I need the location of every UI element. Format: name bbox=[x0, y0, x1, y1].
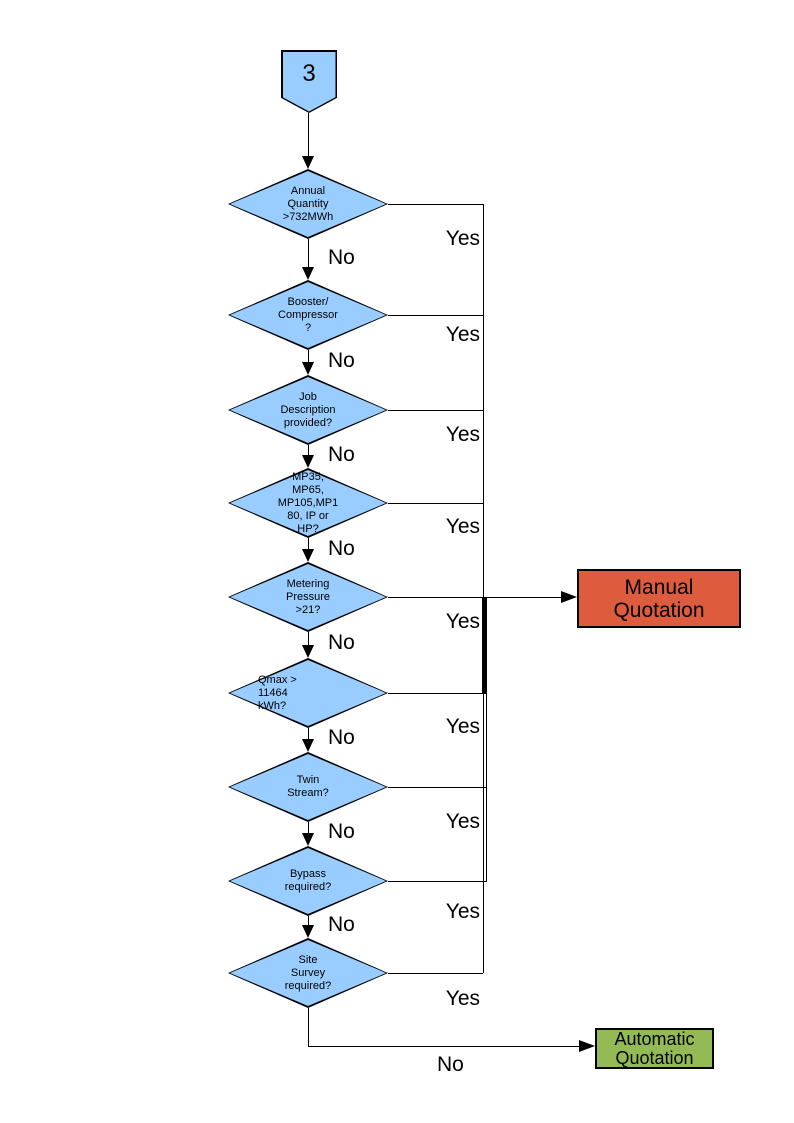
decision-pressure-tier: MP35, MP65, MP105,MP1 80, IP or HP? bbox=[228, 468, 388, 538]
start-edge-line bbox=[308, 113, 309, 156]
edge-yes-5-line bbox=[388, 597, 484, 598]
decision-twin-stream-label: Twin Stream? bbox=[287, 774, 329, 799]
yes-trunk-upper-line bbox=[483, 204, 484, 597]
edge-no-8-arrowhead-down-icon bbox=[302, 925, 314, 938]
decision-bypass: Bypass required? bbox=[228, 846, 388, 916]
edge-no-9-hline bbox=[308, 1046, 579, 1047]
yes-trunk-lower-line-a bbox=[483, 693, 484, 881]
automatic-quotation-node: Automatic Quotation bbox=[595, 1028, 714, 1069]
edge-no-4-line bbox=[308, 538, 309, 549]
edge-no-9-vline bbox=[308, 1008, 309, 1046]
edge-no-2-arrowhead-down-icon bbox=[302, 362, 314, 375]
edge-yes-4-label: Yes bbox=[445, 515, 480, 538]
manual-quotation-label: Manual Quotation bbox=[613, 575, 705, 622]
edge-yes-1-line bbox=[388, 204, 484, 205]
edge-yes-7-label: Yes bbox=[445, 810, 480, 833]
decision-booster-compressor-label: Booster/ Compressor ? bbox=[278, 295, 338, 334]
decision-bypass-label: Bypass required? bbox=[284, 868, 332, 893]
automatic-quotation-label: Automatic Quotation bbox=[614, 1028, 695, 1068]
offpage-connector-label: 3 bbox=[302, 59, 316, 87]
decision-qmax-label: Qmax > 11464 kWh? bbox=[258, 673, 297, 712]
edge-no-3-label: No bbox=[328, 443, 355, 466]
edge-no-5-label: No bbox=[328, 631, 355, 654]
edge-yes-4-line bbox=[388, 503, 484, 504]
edge-yes-9-line bbox=[388, 973, 483, 974]
decision-site-survey: Site Survey required? bbox=[228, 938, 388, 1008]
edge-yes-6-line bbox=[388, 693, 487, 694]
edge-yes-6-label: Yes bbox=[445, 715, 480, 738]
edge-no-6-line bbox=[308, 728, 309, 739]
edge-yes-8-label: Yes bbox=[445, 900, 480, 923]
edge-no-3-arrowhead-down-icon bbox=[302, 455, 314, 468]
edge-no-4-label: No bbox=[328, 537, 355, 560]
edge-no-7-line bbox=[308, 822, 309, 833]
edge-no-8-label: No bbox=[328, 913, 355, 936]
yes-trunk-bottom-line bbox=[483, 881, 484, 973]
decision-booster-compressor: Booster/ Compressor ? bbox=[228, 280, 388, 350]
edge-no-8-line bbox=[308, 916, 309, 925]
manual-quotation-node: Manual Quotation bbox=[577, 569, 741, 628]
edge-no-1-label: No bbox=[328, 246, 355, 269]
edge-no-6-arrowhead-down-icon bbox=[302, 739, 314, 752]
edge-no-7-arrowhead-down-icon bbox=[302, 833, 314, 846]
edge-no-2-label: No bbox=[328, 349, 355, 372]
decision-qmax: Qmax > 11464 kWh? bbox=[228, 658, 388, 728]
start-arrowhead-down-icon bbox=[302, 156, 314, 169]
decision-job-description-label: Job Description provided? bbox=[280, 390, 336, 429]
decision-site-survey-label: Site Survey required? bbox=[284, 953, 332, 992]
decision-twin-stream: Twin Stream? bbox=[228, 752, 388, 822]
edge-yes-2-label: Yes bbox=[445, 323, 480, 346]
decision-annual-quantity-label: Annual Quantity >732MWh bbox=[282, 184, 334, 223]
edge-no-9-label: No bbox=[437, 1053, 464, 1076]
edge-yes-3-line bbox=[388, 410, 484, 411]
edge-yes-9-label: Yes bbox=[445, 987, 480, 1010]
decision-metering-pressure-label: Metering Pressure >21? bbox=[285, 577, 331, 616]
edge-no-3-line bbox=[308, 445, 309, 455]
edge-no-1-arrowhead-down-icon bbox=[302, 267, 314, 280]
decision-metering-pressure: Metering Pressure >21? bbox=[228, 562, 388, 632]
edge-no-5-arrowhead-down-icon bbox=[302, 645, 314, 658]
decision-annual-quantity: Annual Quantity >732MWh bbox=[228, 169, 388, 239]
edge-yes-2-line bbox=[388, 315, 484, 316]
edge-no-1-line bbox=[308, 239, 309, 267]
edge-no-2-line bbox=[308, 350, 309, 362]
edge-no-4-arrowhead-down-icon bbox=[302, 549, 314, 562]
decision-pressure-tier-label: MP35, MP65, MP105,MP1 80, IP or HP? bbox=[277, 470, 339, 535]
yes-trunk-thick-line bbox=[482, 597, 487, 693]
manual-quotation-arrowhead-right-icon bbox=[561, 591, 577, 603]
edge-yes-5-label: Yes bbox=[445, 610, 480, 633]
offpage-connector-3: 3 bbox=[281, 50, 337, 113]
edge-yes-3-label: Yes bbox=[445, 423, 480, 446]
edge-yes-8-line bbox=[388, 881, 487, 882]
edge-yes-7-line bbox=[388, 787, 487, 788]
decision-job-description: Job Description provided? bbox=[228, 375, 388, 445]
yes-trunk-lower-line-b bbox=[486, 693, 487, 881]
edge-no-7-label: No bbox=[328, 820, 355, 843]
edge-no-6-label: No bbox=[328, 726, 355, 749]
manual-quotation-edge-line bbox=[484, 597, 561, 598]
automatic-quotation-arrowhead-right-icon bbox=[579, 1040, 595, 1052]
edge-yes-1-label: Yes bbox=[445, 227, 480, 250]
edge-no-5-line bbox=[308, 632, 309, 645]
offpage-connector-fill bbox=[282, 51, 336, 112]
